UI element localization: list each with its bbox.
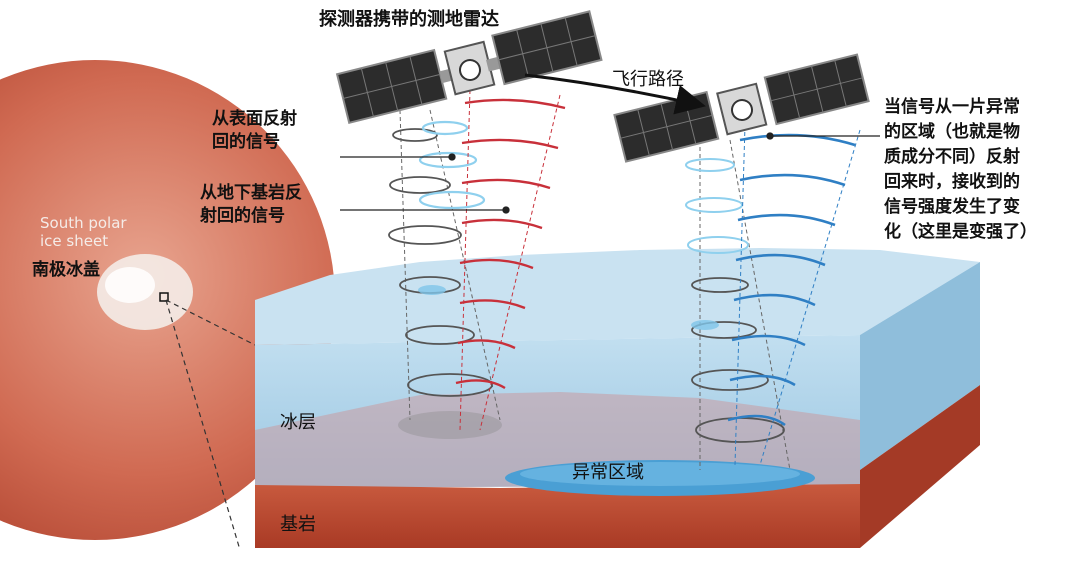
flight-arrow-icon [524,73,706,115]
bedrock-signal-line2: 射回的信号 [199,205,285,226]
satellite-icon [335,10,603,125]
anomaly-signal-line2: 的区域（也就是物 [884,121,1020,142]
anomaly-signal-line5: 信号强度发生了变 [884,196,1020,217]
rock-front-face [255,484,860,548]
ice-top-surface [255,248,980,345]
surface-signal-line1: 从表面反射 [212,108,297,129]
anomaly-signal-line1: 当信号从一片异常 [884,96,1020,117]
leader-lines [340,132,880,214]
zoom-line [165,299,241,551]
zoom-line [165,299,256,346]
flight-path-label: 飞行路径 [612,69,684,90]
bedrock-label: 基岩 [280,514,316,535]
anomaly-area-label: 异常区域 [572,462,644,483]
surface-signal-line2: 回的信号 [212,131,280,152]
planet [0,60,335,551]
right-radar-beams [685,124,861,471]
anomaly-signal-line6: 化（这里是变强了） [884,221,1037,242]
south-polar-cn: 南极冰盖 [32,259,100,280]
bedrock-signal-line1: 从地下基岩反 [200,182,302,203]
left-radar-beams [388,89,566,439]
ice-layer-label: 冰层 [280,412,316,433]
anomaly-signal-line3: 质成分不同）反射 [884,146,1020,167]
rock-side-face [860,385,980,548]
radar-title: 探测器携带的测地雷达 [319,8,499,30]
terrain-block [255,248,980,548]
location-marker [159,292,169,302]
ice-side-face [860,262,980,470]
south-polar-en-line2: ice sheet [40,232,108,250]
anomaly-signal-line4: 回来时，接收到的 [884,171,1020,192]
south-polar-en-line1: South polar [40,214,127,232]
